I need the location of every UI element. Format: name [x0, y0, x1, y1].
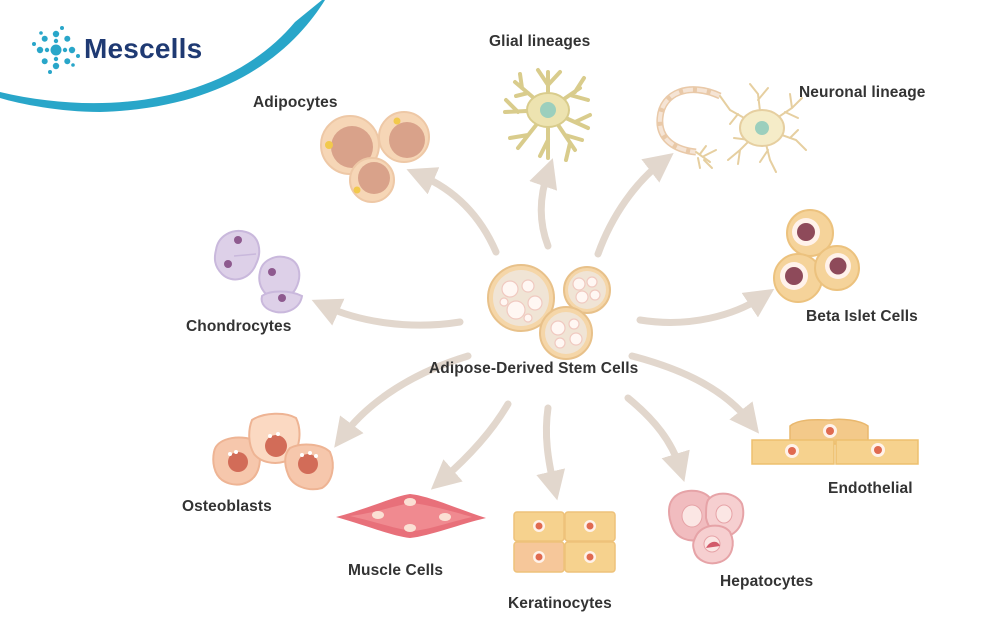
label-adipocytes: Adipocytes: [253, 94, 338, 111]
keratinocytes-icon: [513, 511, 616, 573]
osteoblasts-icon: [212, 412, 334, 491]
label-neuronal-lineage: Neuronal lineage: [799, 84, 926, 101]
beta-islet-cells-icon: [773, 209, 860, 303]
arrow-to-osteoblasts: [334, 352, 472, 448]
header-swoosh: [0, 0, 325, 112]
muscle-cells-icon: [336, 494, 486, 538]
label-hepatocytes: Hepatocytes: [720, 573, 814, 590]
mescells-logo-icon: [32, 26, 80, 74]
label-adipose-derived-stem-cells: Adipose-Derived Stem Cells: [429, 360, 639, 377]
arrow-to-chondrocytes: [311, 298, 464, 329]
label-beta-islet-cells: Beta Islet Cells: [806, 308, 918, 325]
arrow-to-adipocytes: [406, 167, 500, 256]
arrow-to-glial: [529, 158, 558, 250]
arrow-to-muscle: [430, 400, 512, 490]
arrow-to-keratinocytes: [536, 404, 566, 501]
brand-name[interactable]: Mescells: [84, 33, 203, 64]
arrow-to-hepatocytes: [624, 394, 690, 483]
arrow-to-endothelial: [628, 352, 760, 434]
arrow-to-beta-islet: [636, 288, 775, 326]
adipocytes-icon: [320, 111, 430, 203]
chondrocytes-icon: [213, 230, 304, 314]
endothelial-cells-icon: [751, 418, 919, 465]
label-muscle-cells: Muscle Cells: [348, 562, 444, 579]
stem-cells-icon: [487, 264, 611, 360]
label-keratinocytes: Keratinocytes: [508, 595, 612, 612]
neuron-icon: [656, 83, 807, 173]
label-osteoblasts: Osteoblasts: [182, 498, 272, 515]
glial-cell-icon: [503, 68, 592, 162]
label-chondrocytes: Chondrocytes: [186, 318, 292, 335]
label-glial-lineages: Glial lineages: [489, 33, 591, 50]
label-endothelial: Endothelial: [828, 480, 913, 497]
hepatocytes-icon: [668, 489, 745, 565]
arrow-to-neuronal: [594, 153, 674, 258]
arrows: [311, 153, 775, 501]
